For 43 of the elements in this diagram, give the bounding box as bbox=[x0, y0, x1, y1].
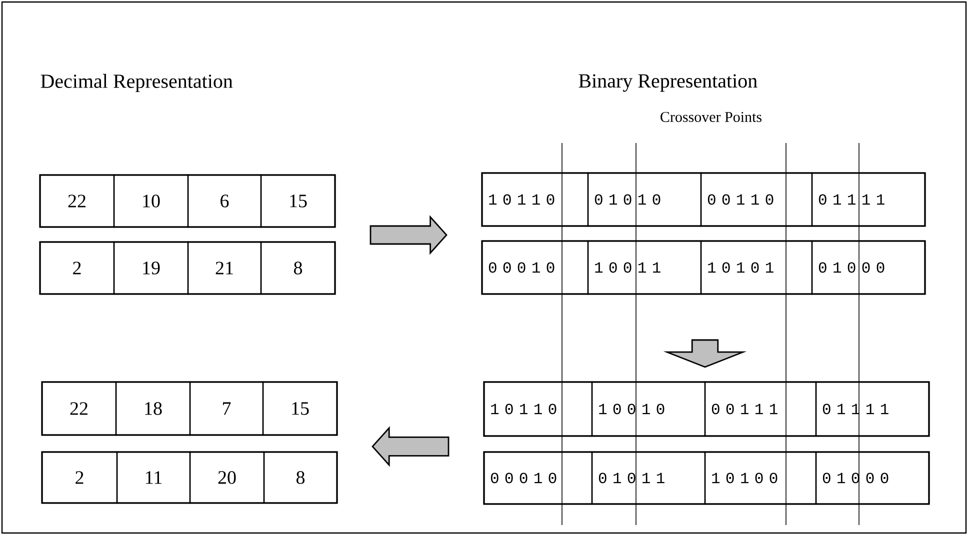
number-cell: 11 bbox=[116, 451, 191, 504]
number-cell: 8 bbox=[263, 451, 338, 504]
bit-cell: 1 0 0 1 1 bbox=[587, 240, 702, 295]
row-box bbox=[481, 240, 926, 295]
number-cell: 18 bbox=[115, 381, 191, 436]
bit-cell: 1 0 1 1 0 bbox=[481, 172, 589, 227]
number-cell: 19 bbox=[113, 241, 189, 295]
bit-cell: 1 0 1 0 1 bbox=[700, 240, 813, 295]
row-box bbox=[39, 241, 336, 295]
heading: Decimal Representation bbox=[40, 74, 233, 92]
number-cell: 8 bbox=[260, 241, 336, 295]
number-cell: 22 bbox=[39, 174, 115, 228]
row-box bbox=[41, 451, 338, 504]
number-cell: 20 bbox=[189, 451, 265, 504]
bit-cell: 1 0 1 0 0 bbox=[704, 451, 817, 505]
bit-cell: 1 0 1 1 0 bbox=[483, 381, 593, 437]
bit-cell: 0 1 0 1 1 bbox=[591, 451, 706, 505]
bit-cell: 1 0 0 1 0 bbox=[591, 381, 706, 437]
bit-cell: 0 1 0 0 0 bbox=[811, 240, 926, 295]
block-arrow bbox=[370, 215, 448, 255]
number-cell: 7 bbox=[189, 381, 264, 436]
number-cell: 22 bbox=[41, 381, 117, 436]
heading: Binary Representation bbox=[578, 74, 758, 92]
number-cell: 21 bbox=[187, 241, 262, 295]
row-box bbox=[483, 381, 930, 437]
bit-cell: 0 0 0 1 0 bbox=[481, 240, 589, 295]
row-box bbox=[481, 172, 926, 227]
block-arrow bbox=[663, 339, 747, 368]
row-box bbox=[483, 451, 930, 505]
bit-cell: 0 1 0 1 0 bbox=[587, 172, 702, 227]
crossover-label: Crossover Points bbox=[660, 112, 762, 122]
row-box bbox=[41, 381, 338, 436]
number-cell: 2 bbox=[39, 241, 115, 295]
number-cell: 15 bbox=[260, 174, 336, 228]
bit-cell: 0 0 0 1 0 bbox=[483, 451, 593, 505]
number-cell: 10 bbox=[113, 174, 189, 228]
row-box bbox=[39, 174, 336, 228]
number-cell: 6 bbox=[187, 174, 262, 228]
bit-cell: 0 1 1 1 1 bbox=[811, 172, 926, 227]
bit-cell: 0 0 1 1 1 bbox=[704, 381, 817, 437]
bit-cell: 0 0 1 1 0 bbox=[700, 172, 813, 227]
number-cell: 2 bbox=[41, 451, 118, 504]
number-cell: 15 bbox=[262, 381, 338, 436]
